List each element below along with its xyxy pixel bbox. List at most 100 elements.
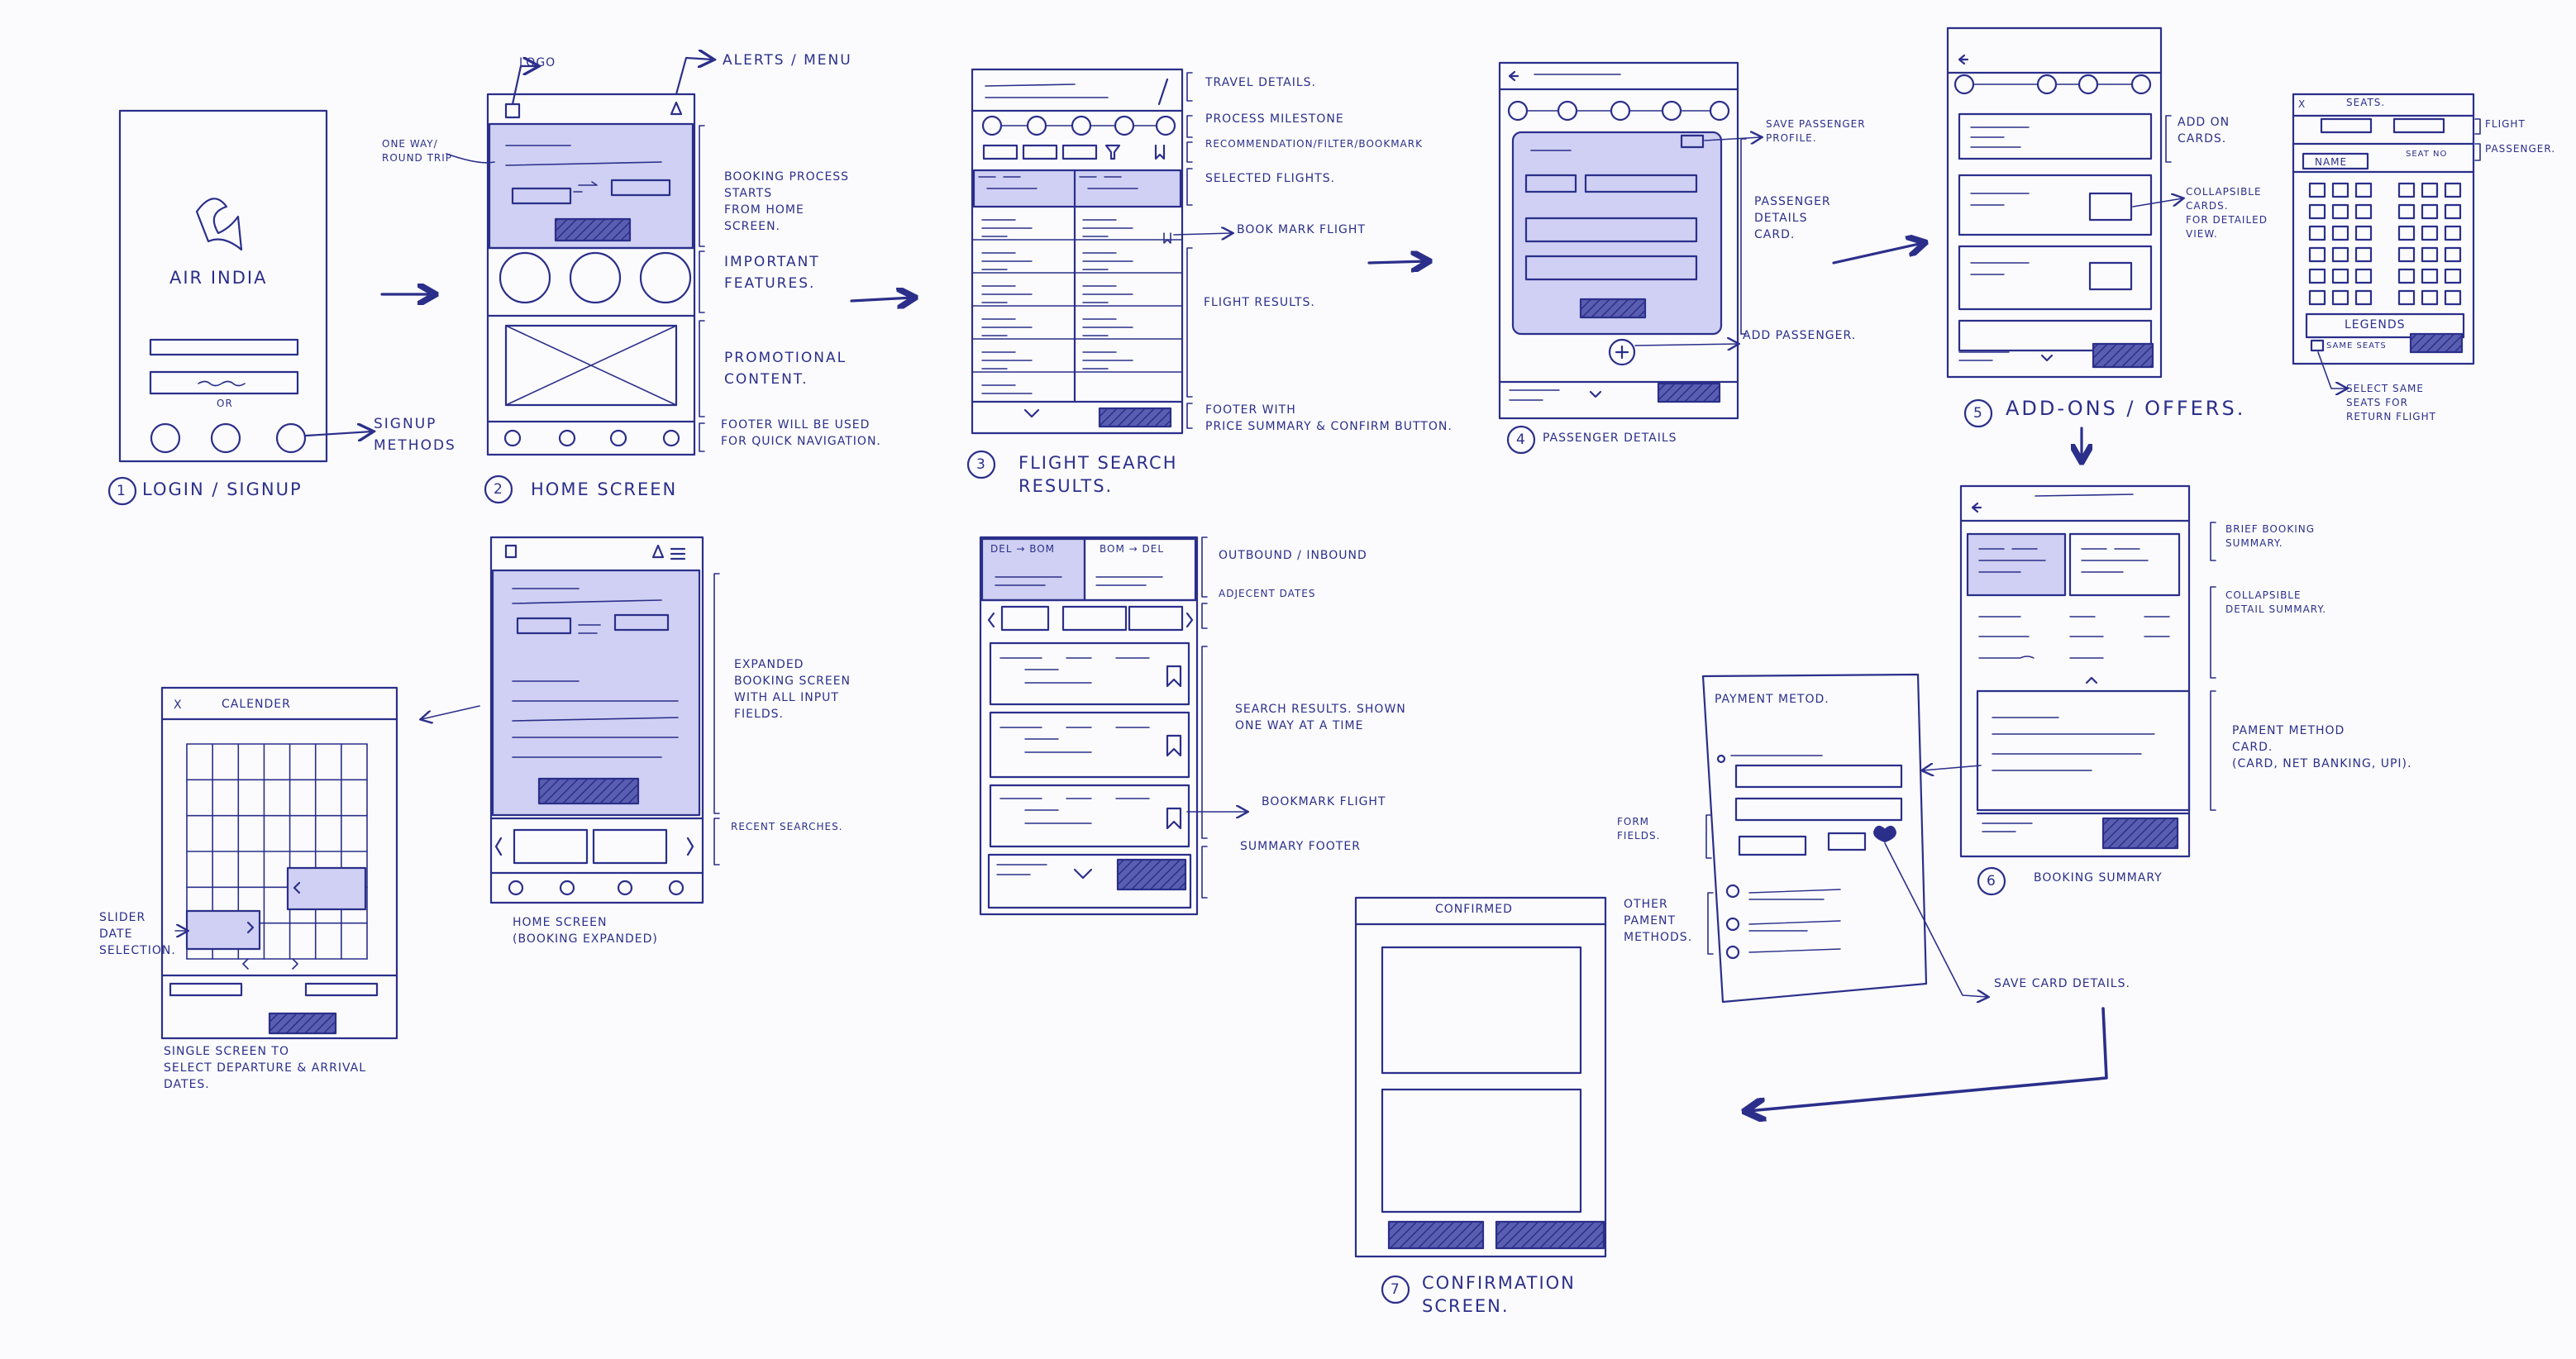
seat[interactable] <box>2444 246 2462 263</box>
radio-option[interactable] <box>1725 945 1740 960</box>
flight-row[interactable] <box>981 318 1033 336</box>
passenger-name-select[interactable] <box>2302 152 2369 170</box>
seat[interactable] <box>2397 268 2416 284</box>
filter-chip-1[interactable] <box>982 144 1018 160</box>
date-chip-3[interactable] <box>1128 605 1184 632</box>
login-username-field[interactable] <box>149 338 299 356</box>
seat[interactable] <box>2308 246 2326 263</box>
bell-icon[interactable] <box>670 101 683 116</box>
seat[interactable] <box>2397 203 2416 220</box>
edit-icon[interactable] <box>1157 78 1169 106</box>
nav-icon-2[interactable] <box>558 429 576 447</box>
swap-icon[interactable] <box>573 181 598 193</box>
search-flights-button[interactable] <box>537 777 640 805</box>
flight-row[interactable] <box>1082 285 1133 303</box>
confirm-button[interactable] <box>2092 342 2154 369</box>
chevron-right-icon[interactable] <box>1185 612 1194 628</box>
recent-search-1[interactable] <box>513 828 589 865</box>
result-card-3[interactable] <box>989 784 1190 848</box>
seat[interactable] <box>2354 289 2373 306</box>
login-password-field[interactable] <box>149 370 299 395</box>
confirm-button[interactable] <box>1098 407 1172 428</box>
flight-row[interactable] <box>981 219 1033 237</box>
seat[interactable] <box>2421 268 2439 284</box>
addon-card-3[interactable] <box>1958 245 2153 311</box>
date-chip-1[interactable] <box>1000 605 1050 632</box>
seat[interactable] <box>2444 182 2462 198</box>
departure-date-slider[interactable] <box>185 909 261 951</box>
seat[interactable] <box>2354 246 2373 263</box>
chevron-right-icon[interactable] <box>686 837 694 856</box>
passenger-field-3[interactable] <box>1524 255 1698 281</box>
seat[interactable] <box>2354 225 2373 241</box>
seat[interactable] <box>2354 182 2373 198</box>
depart-date-field[interactable] <box>169 982 243 997</box>
signup-method-1[interactable] <box>150 422 181 454</box>
filter-icon[interactable] <box>1104 144 1121 160</box>
search-button[interactable] <box>554 217 632 242</box>
nav-icon-2[interactable] <box>559 880 575 896</box>
flight-row[interactable] <box>981 285 1033 303</box>
nav-icon-4[interactable] <box>668 880 685 896</box>
save-profile-toggle[interactable] <box>1680 134 1705 149</box>
nav-icon-3[interactable] <box>617 880 633 896</box>
calendar-close-icon[interactable]: X <box>174 699 183 712</box>
seat[interactable] <box>2421 246 2439 263</box>
passenger-field-2[interactable] <box>1524 217 1698 243</box>
seat[interactable] <box>2444 225 2462 241</box>
chevron-down-icon[interactable] <box>1023 408 1040 418</box>
chevron-down-icon[interactable] <box>1589 390 1602 398</box>
feature-circle-2[interactable] <box>569 251 622 304</box>
expiry-field[interactable] <box>1738 835 1807 856</box>
seat[interactable] <box>2397 289 2416 306</box>
from-field[interactable] <box>516 617 572 635</box>
recent-search-2[interactable] <box>592 828 668 865</box>
chevron-down-icon[interactable] <box>2040 354 2054 362</box>
addon-card-4[interactable] <box>1958 319 2153 352</box>
flight-row[interactable] <box>1082 252 1133 270</box>
card-number-field[interactable] <box>1734 764 1903 789</box>
seat[interactable] <box>2444 203 2462 220</box>
chevron-left-icon[interactable] <box>293 881 301 894</box>
seat[interactable] <box>2421 289 2439 306</box>
seat[interactable] <box>2444 289 2462 306</box>
cvv-field[interactable] <box>1827 832 1867 851</box>
seats-close-icon[interactable]: X <box>2298 98 2306 110</box>
filter-chip-2[interactable] <box>1022 144 1058 160</box>
seat[interactable] <box>2397 225 2416 241</box>
title-field[interactable] <box>1524 174 1577 193</box>
seat[interactable] <box>2308 225 2326 241</box>
to-field[interactable] <box>613 613 670 632</box>
seat[interactable] <box>2331 203 2349 220</box>
chevron-left-icon[interactable] <box>987 612 995 628</box>
seat[interactable] <box>2308 268 2326 284</box>
nav-icon-1[interactable] <box>508 880 524 896</box>
radio-option[interactable] <box>1725 917 1740 932</box>
signup-method-3[interactable] <box>275 422 307 454</box>
chevron-left-icon[interactable] <box>494 837 503 856</box>
flight-row[interactable] <box>1082 351 1133 370</box>
nav-icon-4[interactable] <box>662 429 680 447</box>
passenger-card[interactable] <box>1511 131 1723 336</box>
bookmark-icon[interactable] <box>1163 232 1171 244</box>
bookmark-icon[interactable] <box>1166 807 1182 830</box>
bookmark-icon[interactable] <box>1154 144 1166 160</box>
back-arrow-icon[interactable] <box>1508 70 1519 82</box>
tab-outbound[interactable] <box>980 537 1086 602</box>
to-field[interactable] <box>610 179 671 197</box>
seat[interactable] <box>2444 268 2462 284</box>
same-seats-checkbox[interactable] <box>2310 339 2325 352</box>
save-card-heart-icon[interactable] <box>1873 825 1896 843</box>
back-arrow-icon[interactable] <box>1971 502 1982 513</box>
flight-row[interactable] <box>1082 318 1133 336</box>
result-card-1[interactable] <box>989 641 1190 706</box>
flight-tab-2[interactable] <box>2392 117 2445 134</box>
flight-tab-1[interactable] <box>2320 117 2373 134</box>
seat[interactable] <box>2331 246 2349 263</box>
name-field[interactable] <box>1584 174 1698 193</box>
confirmation-action-1[interactable] <box>1387 1220 1485 1250</box>
signup-method-2[interactable] <box>210 422 241 454</box>
promo-banner[interactable] <box>504 324 678 407</box>
seat[interactable] <box>2421 225 2439 241</box>
alerts-menu-icons[interactable] <box>651 544 686 560</box>
